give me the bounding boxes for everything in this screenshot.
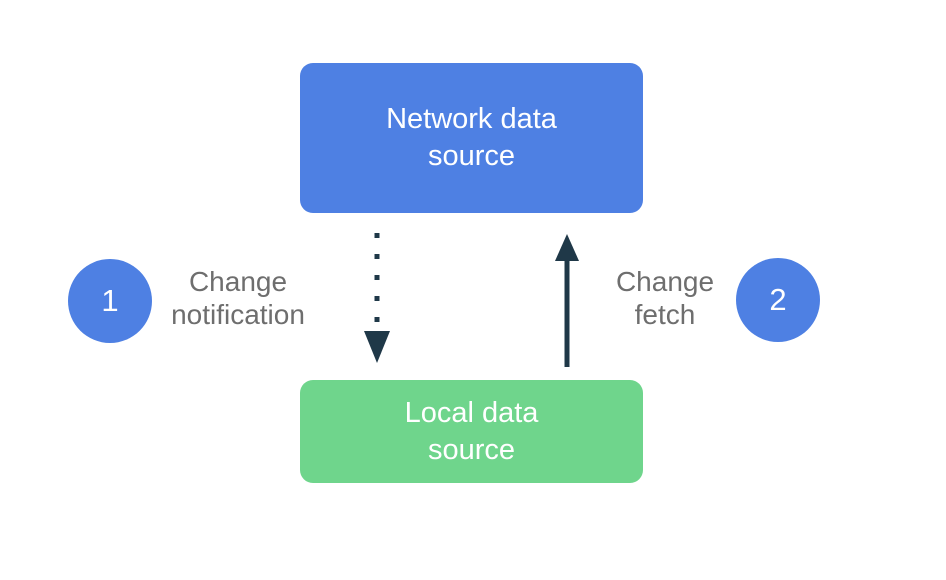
step-1-number: 1 (101, 283, 119, 318)
network-data-source-box: Network data source (300, 63, 643, 213)
local-data-source-label: Local data source (405, 395, 539, 469)
box-label-line: source (427, 433, 516, 466)
arrow-down-head (364, 331, 390, 363)
change-notification-label: Change notification (138, 265, 338, 331)
change-notification-arrow (364, 233, 390, 363)
label-line: notification (171, 299, 305, 330)
box-label-line: source (427, 140, 516, 172)
step-2-number: 2 (769, 282, 787, 317)
change-fetch-label: Change fetch (595, 265, 735, 331)
box-label-line: Network data (386, 103, 557, 135)
arrow-up-head (555, 234, 579, 261)
change-fetch-arrow (555, 234, 579, 367)
label-line: Change (188, 266, 288, 297)
label-line: Change (615, 266, 715, 297)
step-2-badge: 2 (736, 258, 820, 342)
local-data-source-box: Local data source (300, 380, 643, 483)
step-1-badge: 1 (68, 259, 152, 343)
network-data-source-label: Network data source (386, 101, 557, 175)
label-line: fetch (634, 299, 696, 330)
box-label-line: Local data (404, 396, 539, 429)
